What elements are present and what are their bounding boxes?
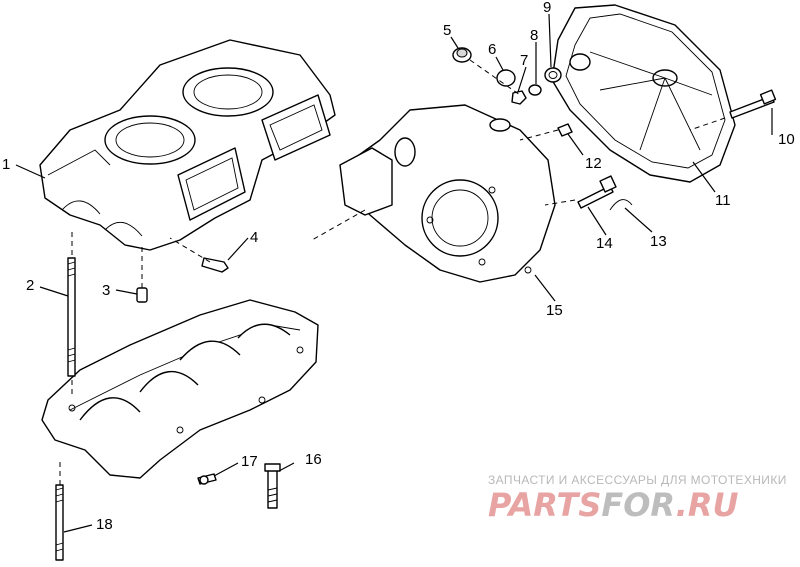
callout-9: 9 [543,0,551,16]
callout-11: 11 [715,192,731,209]
callout-14: 14 [596,235,613,252]
upper-crankcase-drawing [39,39,336,251]
callout-2: 2 [26,277,34,294]
watermark: ЗАПЧАСТИ И АКСЕССУАРЫ ДЛЯ МОТОТЕХНИКИ PA… [488,473,787,524]
watermark-brand-ru: .RU [676,486,739,524]
callout-4: 4 [250,229,258,246]
cover-drawing [551,4,736,183]
small-parts-drawing [55,47,777,561]
callout-17: 17 [241,453,258,470]
callout-13: 13 [650,233,667,250]
callout-7: 7 [520,52,528,69]
magneto-housing-drawing [339,104,556,283]
callout-3: 3 [102,282,110,299]
callout-labels: 1 2 3 4 5 6 7 8 9 10 11 12 13 14 15 16 1… [2,0,795,533]
callout-18: 18 [96,516,113,533]
leader-lines [15,13,773,533]
callout-16: 16 [305,451,322,468]
watermark-brand: PARTSFOR.RU [488,486,738,524]
watermark-brand-parts: PARTS [488,486,601,524]
callout-10: 10 [778,131,795,148]
callout-8: 8 [530,27,538,44]
lower-crankcase-drawing [41,299,319,479]
callout-1: 1 [2,156,10,173]
callout-15: 15 [546,302,563,319]
assembly-dashed-lines [59,59,726,485]
callout-6: 6 [488,41,496,58]
watermark-brand-for: FOR [601,486,675,524]
watermark-tagline: ЗАПЧАСТИ И АКСЕССУАРЫ ДЛЯ МОТОТЕХНИКИ [488,473,787,487]
callout-12: 12 [585,155,602,172]
callout-5: 5 [443,22,451,39]
